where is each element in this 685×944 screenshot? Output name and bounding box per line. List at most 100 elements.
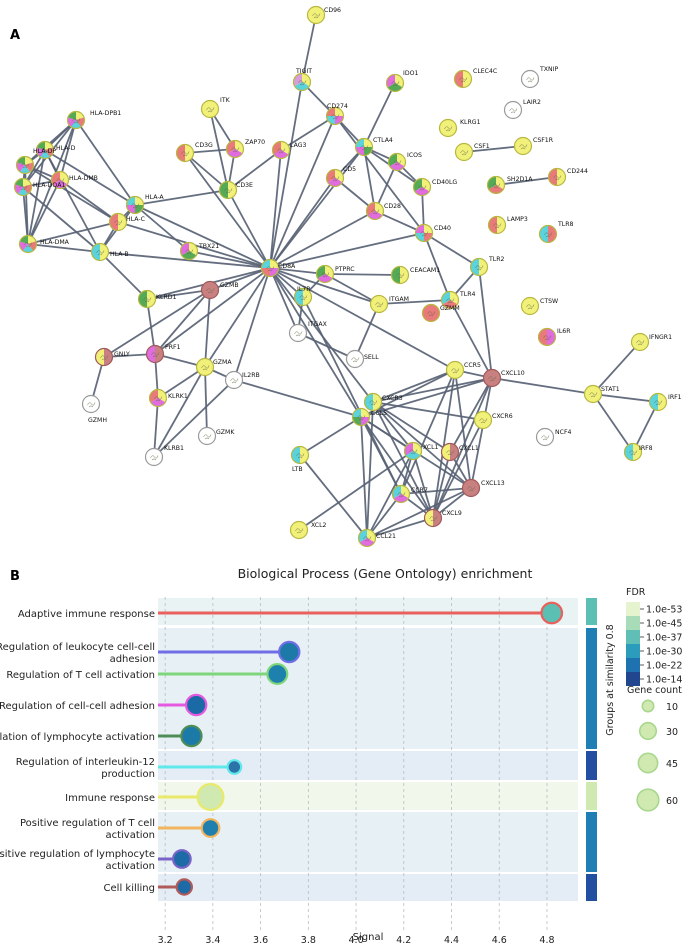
node-slice [470, 258, 479, 276]
lollipop-dot[interactable] [180, 724, 203, 748]
network-edge [204, 289, 211, 368]
network-node[interactable]: IRF8 [623, 442, 653, 462]
network-node[interactable]: CD28 [365, 201, 402, 221]
network-node[interactable]: NCF4 [535, 427, 572, 447]
x-axis-title: Signal [353, 932, 384, 943]
lollipop-dot[interactable] [175, 878, 194, 896]
network-node[interactable]: HLA-B [90, 242, 129, 262]
network-node[interactable]: CTSW [520, 296, 559, 316]
network-node[interactable]: KLRG1 [438, 118, 481, 138]
network-node[interactable]: GZMK [197, 426, 236, 446]
node-label: CEACAM1 [410, 267, 440, 274]
network-node[interactable]: KLRK1 [148, 388, 188, 408]
network-node[interactable]: SELL [345, 349, 380, 369]
network-node[interactable]: CEACAM1 [390, 265, 441, 285]
network-node[interactable]: CCL5 [351, 407, 388, 427]
network-node[interactable]: HLA-C [108, 212, 145, 232]
node-slice [633, 443, 642, 461]
lollipop-dot[interactable] [278, 640, 301, 664]
node-ring [357, 528, 377, 548]
lollipop-dot[interactable] [200, 818, 221, 838]
network-node[interactable]: CTLA4 [354, 137, 393, 157]
lollipop-dot[interactable] [540, 601, 564, 625]
network-node[interactable]: CCR5 [445, 360, 481, 380]
network-node[interactable]: ZAP70 [225, 139, 265, 159]
network-node[interactable]: CSF1R [513, 136, 554, 156]
network-node[interactable]: CD3G [175, 142, 214, 163]
network-node[interactable]: CD244 [547, 167, 588, 187]
network-node[interactable]: GZMB [200, 280, 239, 300]
network-node[interactable]: CXCL1 [440, 442, 479, 462]
network-node[interactable]: CCL21 [357, 528, 397, 548]
network-node[interactable]: ICOS [387, 152, 423, 172]
network-node[interactable]: HLA-DPB1 [66, 110, 122, 130]
network-node[interactable]: GNLY [94, 347, 131, 367]
network-node[interactable]: HLA-DP [15, 148, 56, 175]
network-node[interactable]: STAT1 [583, 384, 620, 404]
network-node[interactable]: IFNGR1 [630, 332, 673, 352]
node-ring [538, 224, 558, 244]
network-node[interactable]: CXCL9 [423, 508, 462, 528]
lollipop-dot[interactable] [184, 693, 208, 717]
network-node[interactable]: TLR8 [538, 221, 574, 244]
network-node[interactable]: LAIR2 [503, 99, 541, 120]
network-node[interactable]: CXCL13 [461, 478, 505, 498]
network-node[interactable]: IDO1 [385, 70, 419, 93]
network-node[interactable]: LAMP3 [487, 215, 528, 235]
network-node[interactable]: ITGAX [288, 321, 328, 343]
node-label: KLRK1 [168, 393, 188, 400]
network-node[interactable]: CD3E [218, 180, 254, 200]
network-node[interactable]: XCL2 [289, 520, 327, 540]
network-node[interactable]: HLA-DMB [50, 170, 98, 190]
lollipop-dot[interactable] [266, 662, 289, 686]
lollipop-dot[interactable] [226, 759, 243, 775]
network-node[interactable]: PTPRC [315, 264, 355, 284]
network-node[interactable]: PRF1 [145, 344, 181, 364]
network-node[interactable]: TBX21 [179, 241, 220, 261]
network-node[interactable]: IRF1 [648, 392, 682, 412]
network-node[interactable]: CD96 [306, 5, 342, 25]
network-node[interactable]: HLA-DQA1 [13, 177, 65, 197]
network-node[interactable]: LTB [290, 445, 310, 474]
node-slice [497, 216, 506, 234]
network-node[interactable]: CCR7 [391, 484, 428, 504]
lollipop-dot[interactable] [171, 849, 192, 869]
network-node[interactable]: HLA-DMA [18, 234, 70, 254]
node-ring [271, 140, 291, 160]
network-node[interactable]: HLA-A [125, 194, 165, 215]
lollipop-dot[interactable] [196, 782, 225, 812]
network-node[interactable]: CD274 [325, 103, 348, 126]
network-node[interactable]: ITGAM [369, 294, 409, 314]
network-node[interactable]: TLR4 [440, 290, 476, 310]
node-label: TXNIP [539, 66, 558, 73]
x-tick-label: 4.6 [492, 935, 507, 944]
node-ring [288, 323, 308, 343]
network-node[interactable]: CSF1 [454, 142, 490, 162]
network-node[interactable]: CD8A [260, 258, 297, 278]
network-node[interactable]: CD40 [414, 223, 452, 243]
network-node[interactable]: IL6R [537, 327, 572, 347]
network-node[interactable]: CXCR6 [473, 410, 513, 430]
network-node[interactable]: KLRD1 [137, 289, 177, 309]
node-structure [371, 209, 380, 215]
network-node[interactable]: KLRB1 [144, 445, 185, 467]
network-node[interactable]: SH2D1A [486, 175, 534, 195]
network-node[interactable]: GZMM [421, 303, 460, 323]
network-node[interactable]: HLA-D [35, 140, 76, 160]
network-node[interactable]: CLEC4C [453, 68, 498, 89]
network-node[interactable]: GZMA [195, 357, 233, 377]
network-node[interactable]: TLR2 [469, 256, 505, 277]
network-node[interactable]: GZMH [81, 394, 108, 425]
network-node[interactable]: CXCL10 [482, 368, 525, 388]
network-node[interactable]: IL2RB [224, 370, 260, 390]
network-node[interactable]: TXNIP [520, 66, 559, 89]
network-node[interactable]: CD5 [325, 166, 357, 188]
network-node[interactable]: CD40LG [412, 177, 458, 197]
network-node[interactable]: IL7R [293, 286, 313, 307]
network-node[interactable]: CXCR3 [363, 392, 403, 412]
network-node[interactable]: TIGIT [292, 68, 313, 92]
node-ring [365, 201, 385, 221]
network-node[interactable]: ITK [200, 97, 231, 119]
network-node[interactable]: LAG3 [271, 140, 307, 160]
network-node[interactable]: XCL1 [403, 441, 439, 461]
